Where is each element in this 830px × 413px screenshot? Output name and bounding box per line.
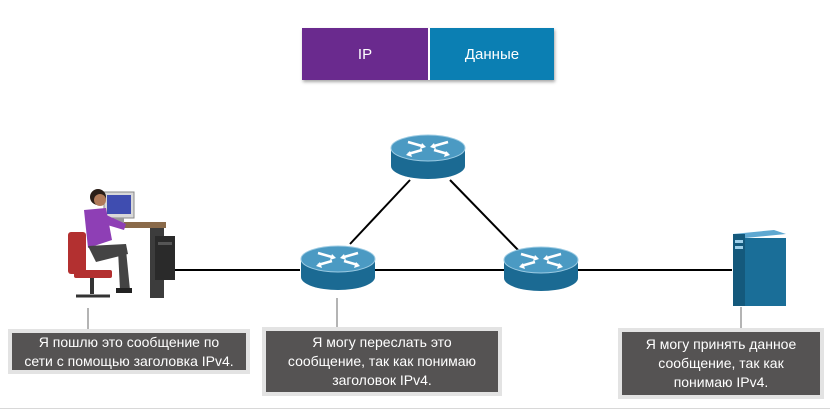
callout-sender-line: сети с помощью заголовка IPv4.	[24, 352, 234, 369]
data-segment: Данные	[430, 28, 554, 80]
server-icon	[733, 230, 786, 306]
callout-receiver-line: сообщение, так как	[658, 355, 784, 371]
link-router-left-router-top	[349, 179, 411, 245]
link-router-top-router-right	[449, 179, 521, 253]
router-top-icon	[389, 133, 467, 181]
ip-header-segment: IP	[302, 28, 430, 80]
user-at-computer-icon	[68, 189, 175, 298]
callout-sender: Я пошлю это сообщение по сети с помощью …	[8, 329, 250, 374]
callout-router-line: заголовок IPv4.	[332, 372, 432, 388]
bottom-divider	[0, 408, 830, 409]
callout-router-line: сообщение, так как понимаю	[287, 353, 477, 369]
callout-receiver-line: Я могу принять данное	[645, 336, 797, 352]
ip-header-label: IP	[357, 45, 373, 63]
data-segment-label: Данные	[464, 45, 520, 63]
callout-receiver-line: понимаю IPv4.	[673, 374, 769, 390]
callout-pointers	[87, 298, 742, 330]
network-links	[170, 179, 732, 271]
packet-header: IP Данные	[302, 28, 554, 80]
router-right-icon	[502, 245, 580, 293]
callout-router-line: Я могу переслать это	[312, 334, 452, 350]
router-left-icon	[299, 244, 377, 292]
callout-sender-line: Я пошлю это сообщение по	[38, 333, 220, 350]
callout-router: Я могу переслать это сообщение, так как …	[262, 327, 502, 396]
callout-receiver: Я могу принять данное сообщение, так как…	[618, 328, 824, 399]
